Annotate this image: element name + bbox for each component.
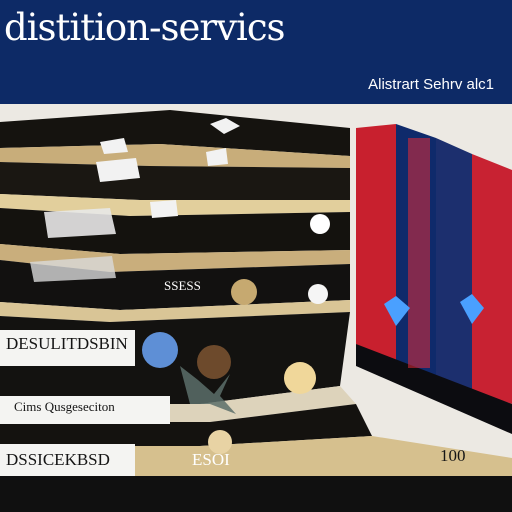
label-strip-2 — [0, 396, 170, 424]
top-mark — [210, 118, 240, 134]
label-strip-1 — [0, 330, 135, 366]
glyph-block-3 — [206, 148, 228, 166]
brown-orb — [197, 345, 231, 379]
small-orb — [208, 430, 232, 454]
band-bottom — [0, 476, 512, 512]
red-panel-left — [356, 124, 396, 366]
glyph-block-1 — [100, 138, 128, 154]
band-4-gold — [0, 300, 350, 322]
page-title: distition-servics — [4, 6, 286, 49]
cream-orb — [284, 362, 316, 394]
header-banner: distition-servics Alistrart Sehrv alc1 — [0, 0, 512, 104]
row-label-3: DSSICEKBSD — [6, 450, 110, 469]
page-subtitle: Alistrart Sehrv alc1 — [368, 76, 494, 93]
band-1 — [0, 110, 350, 156]
label-strip-3 — [0, 444, 135, 476]
glyph-block-2 — [96, 158, 140, 182]
row-label-1: DESULITDSBIN — [6, 334, 128, 353]
red-highlight — [408, 138, 430, 368]
dot-1 — [310, 214, 330, 234]
band-1-gold — [0, 144, 350, 168]
band-6 — [0, 404, 372, 446]
glyph-block-4 — [44, 208, 116, 238]
teal-shape — [180, 366, 236, 414]
navy-panel-2 — [436, 138, 472, 390]
glyph-block-5 — [150, 200, 178, 218]
panel-base — [356, 344, 512, 434]
band-2 — [0, 162, 350, 200]
red-panel-right — [472, 154, 512, 404]
dot-3 — [231, 279, 257, 305]
bottom-value: ESOI — [192, 450, 230, 469]
bottom-number: 100 — [440, 446, 466, 465]
mid-text: SSESS — [164, 278, 201, 293]
row-label-2: Cims Qusgeseciton — [14, 399, 115, 414]
blue-orb — [142, 332, 178, 368]
glyph-block-6 — [30, 256, 116, 282]
dot-2 — [308, 284, 328, 304]
gem-left — [384, 296, 410, 326]
gem-right — [460, 294, 484, 324]
abstract-illustration — [0, 104, 512, 512]
